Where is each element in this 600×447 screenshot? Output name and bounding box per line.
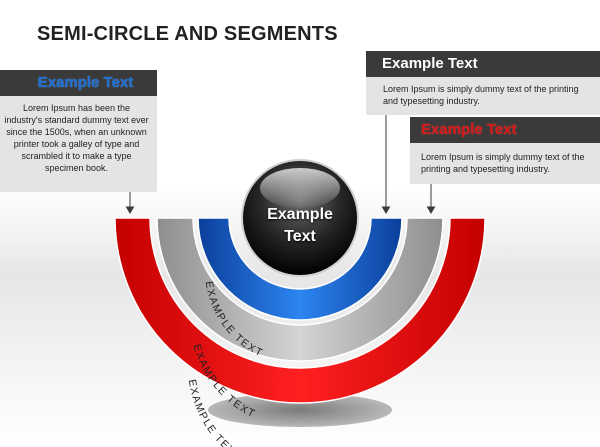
text-box-mid-right-body: Lorem Ipsum is simply dummy text of the … (410, 143, 600, 184)
text-box-mid-right-heading: Example Text (410, 117, 600, 143)
gray-ring (156, 217, 444, 362)
floor-shadow (208, 393, 392, 427)
center-label: Example Text (246, 204, 354, 248)
text-box-top-right-body: Lorem Ipsum is simply dummy text of the … (366, 77, 600, 115)
ball-highlight (260, 168, 340, 208)
text-box-top-right: Example Text Lorem Ipsum is simply dummy… (366, 51, 600, 115)
blue-ring (197, 217, 403, 321)
text-box-top-right-heading: Example Text (366, 51, 600, 77)
text-box-left-heading: Example Text (0, 70, 157, 96)
red-ring (114, 217, 486, 404)
center-label-line2: Text (284, 228, 316, 245)
text-box-left: Example Text Lorem Ipsum has been the in… (0, 70, 157, 192)
text-box-mid-right: Example Text Lorem Ipsum is simply dummy… (410, 117, 600, 184)
page-title: SEMI-CIRCLE AND SEGMENTS (37, 23, 338, 45)
center-label-line1: Example (267, 206, 333, 223)
text-box-left-body: Lorem Ipsum has been the industry's stan… (0, 96, 157, 192)
